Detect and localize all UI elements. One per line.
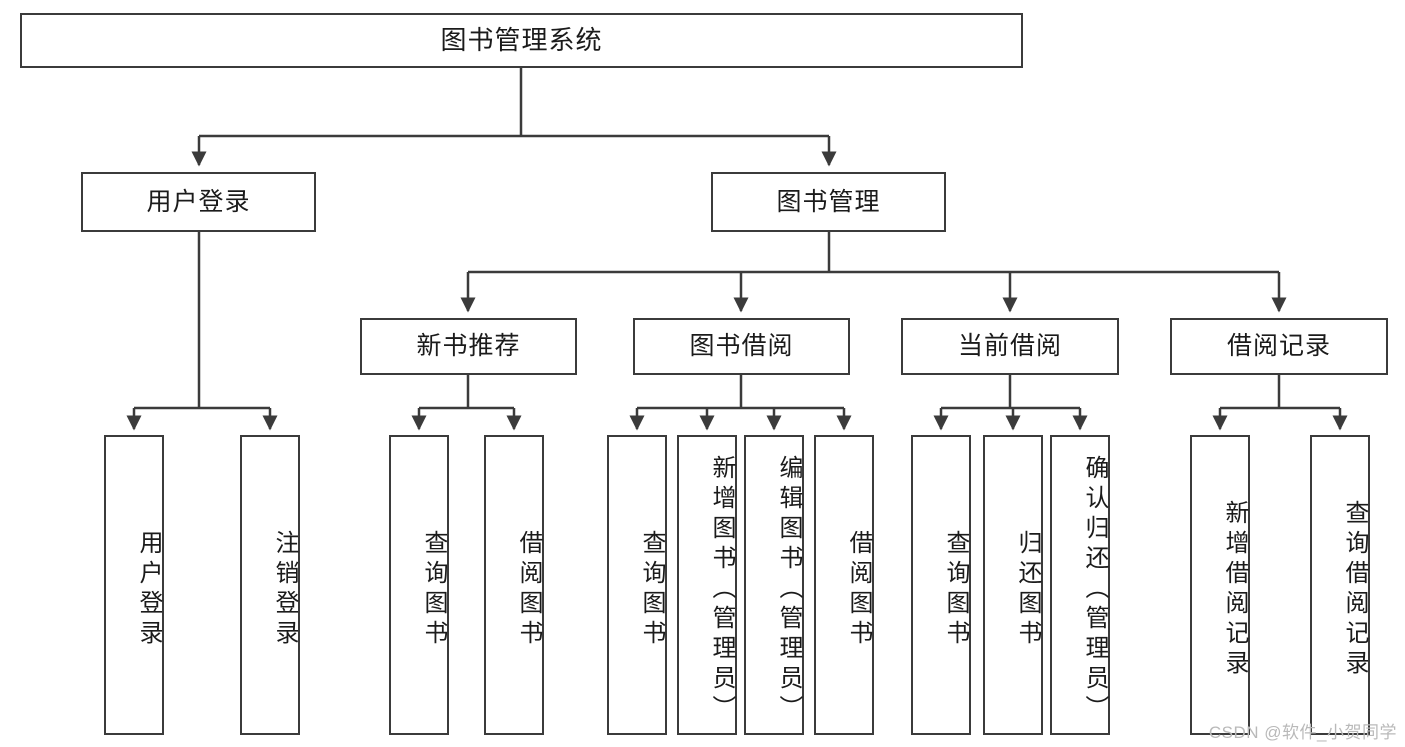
node-book-management[interactable]: 图书管理: [711, 172, 946, 232]
node-label: 新增图书（管理员）: [708, 455, 735, 725]
node-label: 查询图书: [638, 530, 665, 650]
node-leaf-edit-book-admin[interactable]: 编辑图书（管理员）: [744, 435, 804, 735]
node-book-borrow[interactable]: 图书借阅: [633, 318, 850, 375]
watermark-text: CSDN @软件_小贺同学: [1208, 723, 1397, 742]
node-label: 图书管理: [776, 187, 881, 216]
node-book-management-system[interactable]: 图书管理系统: [20, 13, 1023, 68]
node-label: 确认归还（管理员）: [1081, 455, 1108, 725]
node-label: 查询图书: [942, 530, 969, 650]
node-leaf-query-book-current[interactable]: 查询图书: [911, 435, 971, 735]
node-label: 查询借阅记录: [1341, 500, 1368, 680]
node-label: 新书推荐: [416, 332, 521, 361]
node-leaf-user-login[interactable]: 用户登录: [104, 435, 164, 735]
node-new-book-recommend[interactable]: 新书推荐: [360, 318, 577, 375]
node-user-login[interactable]: 用户登录: [81, 172, 316, 232]
node-label: 用户登录: [135, 530, 162, 650]
node-label: 图书管理系统: [440, 24, 603, 55]
node-leaf-query-book-recommend[interactable]: 查询图书: [389, 435, 449, 735]
node-leaf-return-book[interactable]: 归还图书: [983, 435, 1043, 735]
node-label: 查询图书: [420, 530, 447, 650]
node-label: 当前借阅: [957, 332, 1062, 361]
node-current-borrow[interactable]: 当前借阅: [901, 318, 1119, 375]
node-leaf-borrow-book-recommend[interactable]: 借阅图书: [484, 435, 544, 735]
node-label: 图书借阅: [689, 332, 794, 361]
node-label: 注销登录: [271, 530, 298, 650]
node-leaf-confirm-return-admin[interactable]: 确认归还（管理员）: [1050, 435, 1110, 735]
node-label: 借阅图书: [515, 530, 542, 650]
node-leaf-borrow-book[interactable]: 借阅图书: [814, 435, 874, 735]
node-label: 用户登录: [146, 187, 251, 216]
node-label: 归还图书: [1014, 530, 1041, 650]
node-borrow-record[interactable]: 借阅记录: [1170, 318, 1388, 375]
node-label: 借阅图书: [845, 530, 872, 650]
node-label: 新增借阅记录: [1221, 500, 1248, 680]
node-label: 编辑图书（管理员）: [775, 455, 802, 725]
node-leaf-query-book-borrow[interactable]: 查询图书: [607, 435, 667, 735]
node-leaf-query-borrow-record[interactable]: 查询借阅记录: [1310, 435, 1370, 735]
node-leaf-logout-login[interactable]: 注销登录: [240, 435, 300, 735]
node-leaf-add-borrow-record[interactable]: 新增借阅记录: [1190, 435, 1250, 735]
node-leaf-add-book-admin[interactable]: 新增图书（管理员）: [677, 435, 737, 735]
node-label: 借阅记录: [1226, 332, 1331, 361]
